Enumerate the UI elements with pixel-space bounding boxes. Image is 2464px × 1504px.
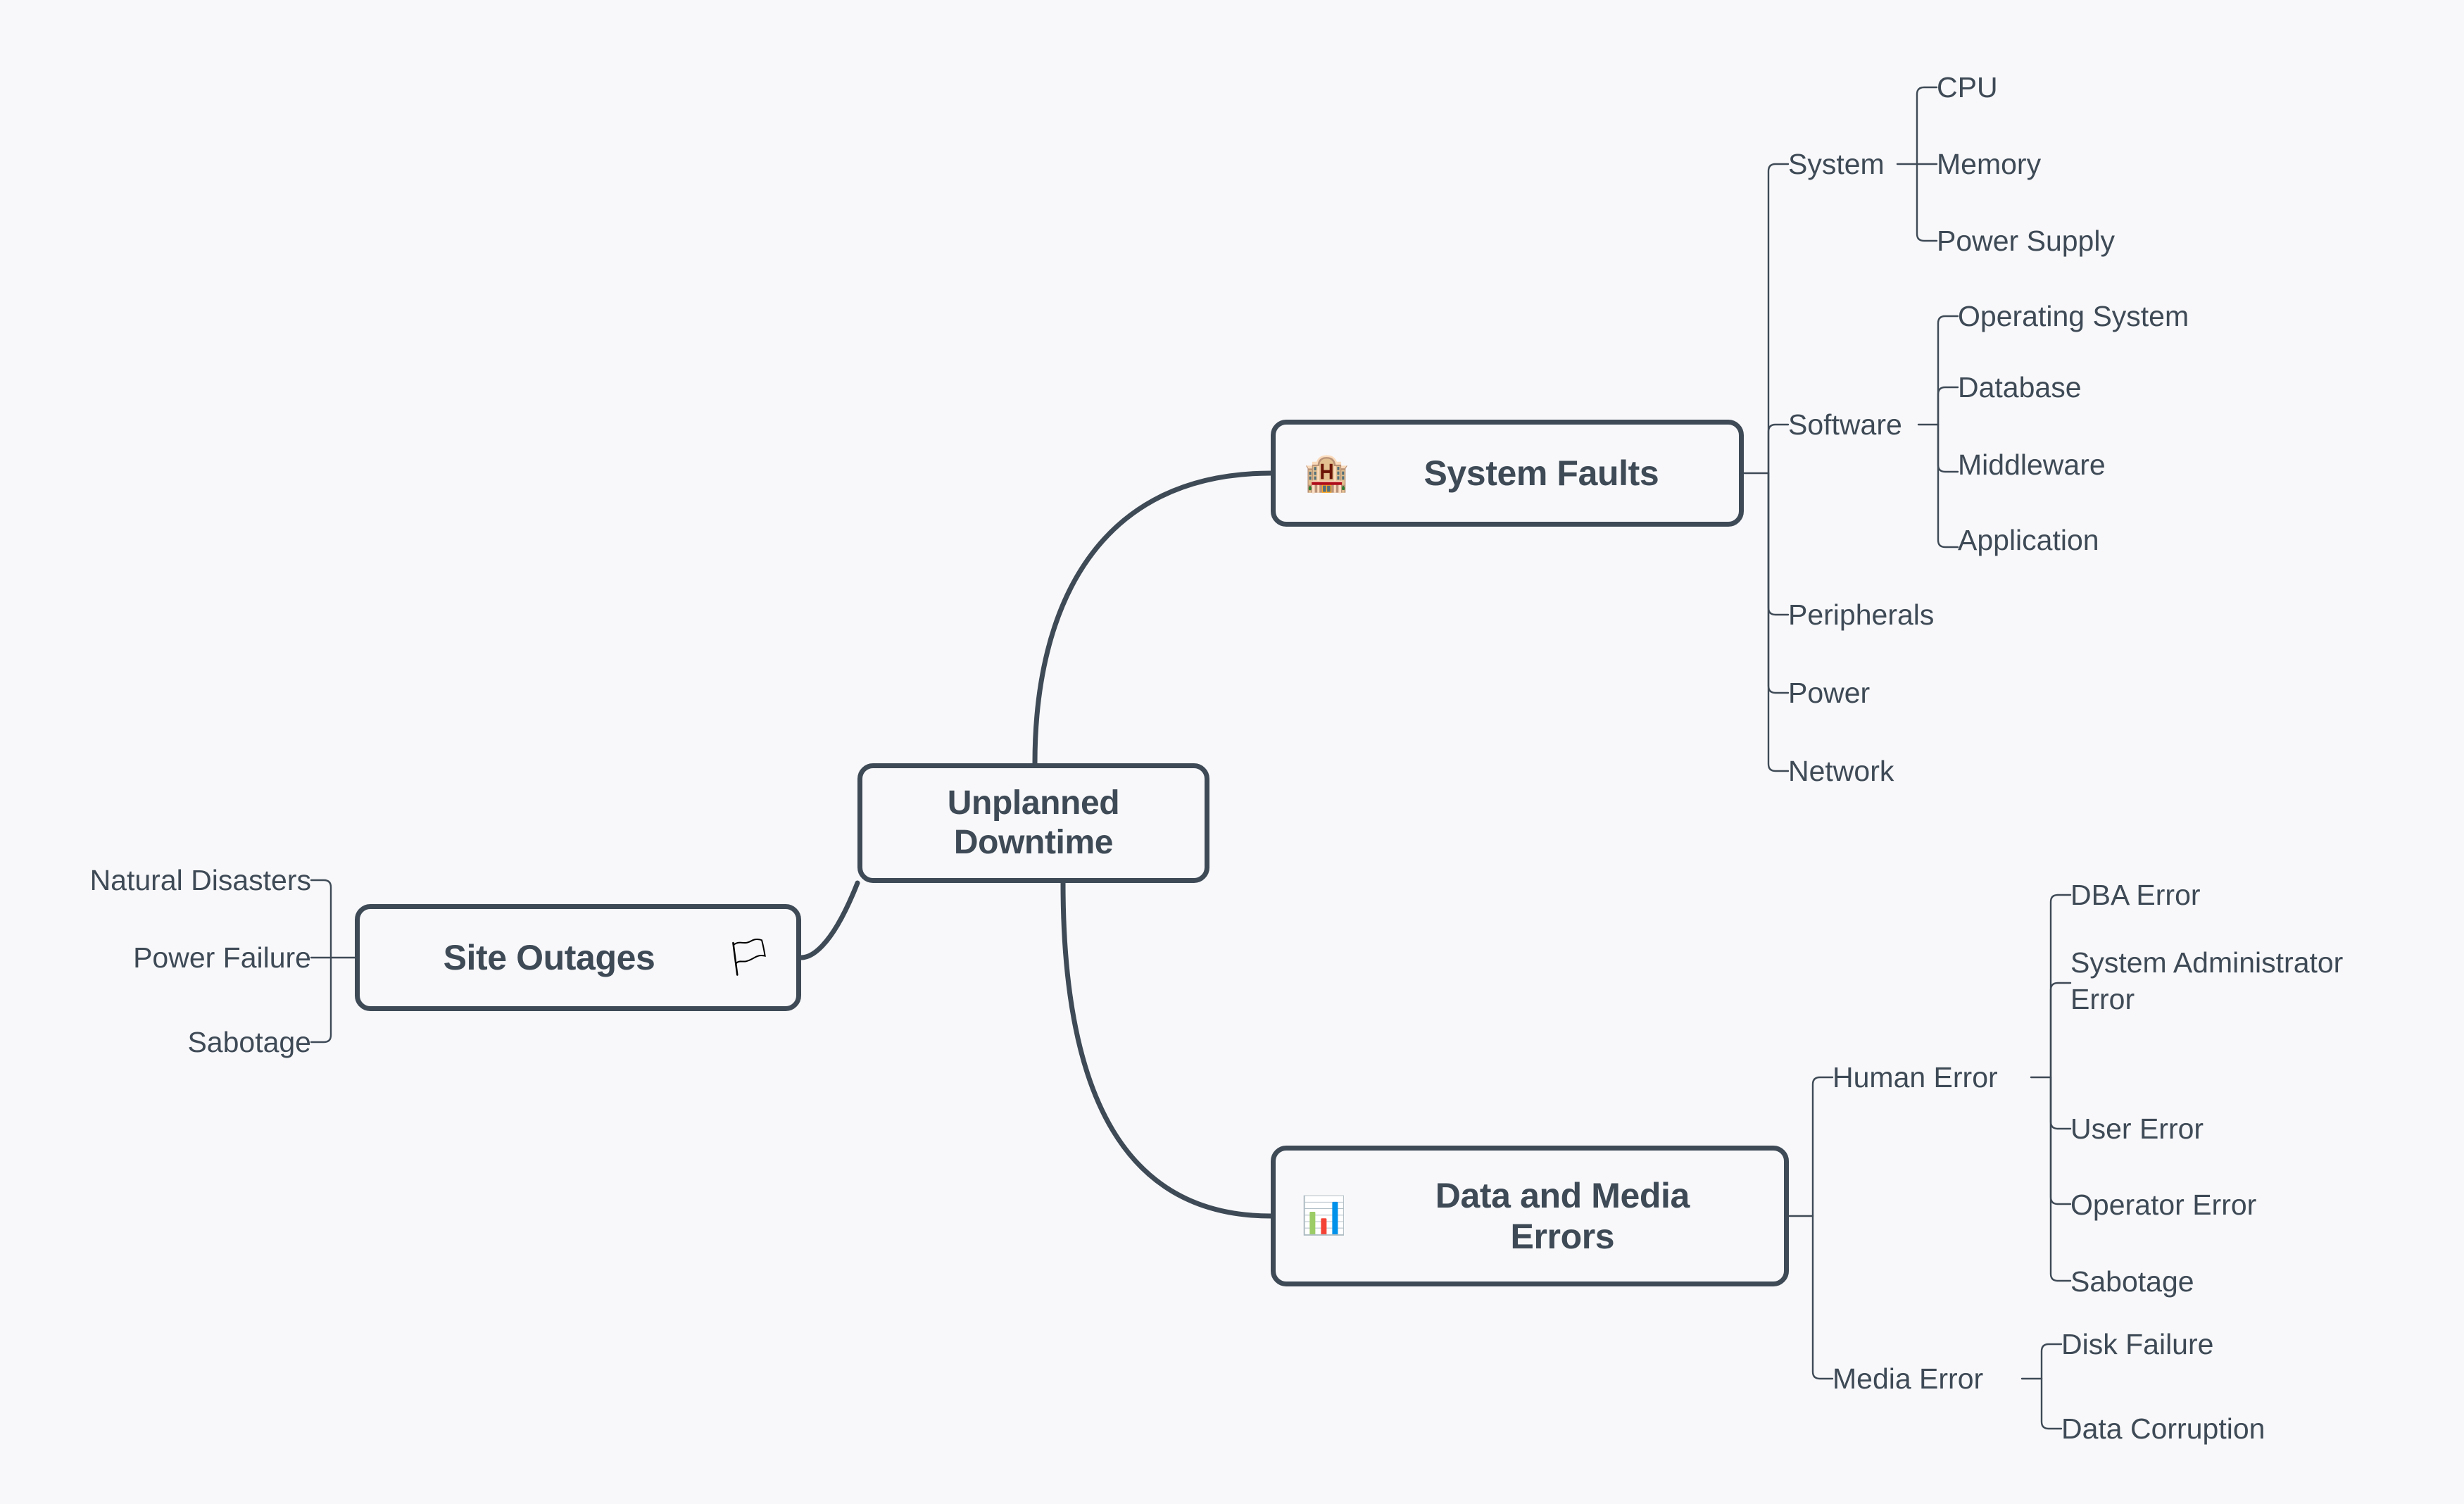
node-power[interactable]: Power: [1788, 677, 1871, 709]
edge-he-to-operator-error: [2049, 1076, 2072, 1205]
root-node-unplanned-downtime[interactable]: Unplanned Downtime: [857, 763, 1209, 883]
edge-he-to-user-error: [2049, 1076, 2072, 1130]
node-disk-failure[interactable]: Disk Failure: [2061, 1328, 2214, 1360]
edge-software-to-middleware: [1937, 423, 1959, 473]
edge-he-to-dba-error: [2049, 894, 2072, 1079]
node-sabotage-human-error[interactable]: Sabotage: [2070, 1265, 2194, 1298]
edge-me-to-disk-failure: [2040, 1343, 2063, 1380]
edge-sf-to-system: [1767, 163, 1790, 475]
edge-sf-to-power: [1767, 472, 1790, 694]
root-node-label: Unplanned Downtime: [947, 784, 1120, 861]
edge-he-to-sysadmin-error: [2049, 982, 2072, 1079]
edge-software-to-os: [1937, 315, 1959, 426]
node-operating-system[interactable]: Operating System: [1958, 300, 2189, 332]
node-cpu[interactable]: CPU: [1937, 71, 1998, 104]
node-software[interactable]: Software: [1788, 408, 1902, 441]
edge-dm-to-media-error: [1811, 1215, 1834, 1380]
node-media-error[interactable]: Media Error: [1833, 1362, 1984, 1395]
edge-sf-to-peripherals: [1767, 472, 1790, 616]
node-application[interactable]: Application: [1958, 524, 2099, 556]
branch-node-system-faults-label: System Faults: [1423, 453, 1659, 493]
node-power-supply[interactable]: Power Supply: [1937, 225, 2115, 257]
node-user-error[interactable]: User Error: [2070, 1113, 2204, 1145]
edge-so-to-natural-disasters: [310, 879, 332, 959]
edge-he-to-sabotage: [2049, 1076, 2072, 1282]
node-memory[interactable]: Memory: [1937, 148, 2042, 180]
hotel-building-icon: 🏨: [1304, 453, 1350, 494]
node-natural-disasters[interactable]: Natural Disasters: [89, 864, 311, 896]
node-middleware[interactable]: Middleware: [1958, 449, 2106, 481]
node-operator-error[interactable]: Operator Error: [2070, 1189, 2257, 1221]
node-network[interactable]: Network: [1788, 755, 1894, 787]
node-data-corruption[interactable]: Data Corruption: [2061, 1412, 2265, 1445]
edge-me-to-data-corruption: [2040, 1377, 2063, 1430]
node-human-error[interactable]: Human Error: [1833, 1061, 1998, 1093]
edge-root-to-data-media: [1060, 880, 1274, 1219]
bar-chart-increasing-icon: 📊: [1301, 1196, 1347, 1236]
edge-so-to-sabotage: [310, 956, 332, 1044]
edge-system-to-power-supply: [1916, 163, 1938, 242]
branch-node-data-and-media-errors-label: Data and Media Errors: [1435, 1175, 1690, 1257]
branch-node-system-faults[interactable]: 🏨 System Faults: [1271, 420, 1744, 527]
edge-sf-to-software: [1767, 423, 1790, 475]
node-dba-error[interactable]: DBA Error: [2070, 879, 2201, 911]
node-power-failure[interactable]: Power Failure: [133, 941, 311, 974]
branch-node-data-and-media-errors[interactable]: 📊 Data and Media Errors: [1271, 1146, 1789, 1286]
branch-node-site-outages-label: Site Outages: [443, 937, 655, 977]
node-system[interactable]: System: [1788, 148, 1885, 180]
edge-sf-to-network: [1767, 472, 1790, 772]
waving-flag-icon: 🏳: [725, 937, 772, 978]
node-database[interactable]: Database: [1958, 371, 2082, 403]
edge-root-to-system-faults: [1032, 470, 1274, 766]
branch-node-site-outages[interactable]: Site Outages 🏳: [355, 904, 801, 1011]
edge-dm-to-human-error: [1811, 1076, 1834, 1217]
node-system-administrator-error[interactable]: System Administrator Error: [2070, 946, 2344, 1016]
edge-software-to-database: [1937, 386, 1959, 426]
edge-system-to-cpu: [1916, 86, 1938, 165]
edge-root-to-site-outages: [798, 880, 860, 960]
node-peripherals[interactable]: Peripherals: [1788, 599, 1935, 631]
node-sabotage-site-outages[interactable]: Sabotage: [187, 1026, 311, 1058]
edge-software-to-application: [1937, 423, 1959, 549]
